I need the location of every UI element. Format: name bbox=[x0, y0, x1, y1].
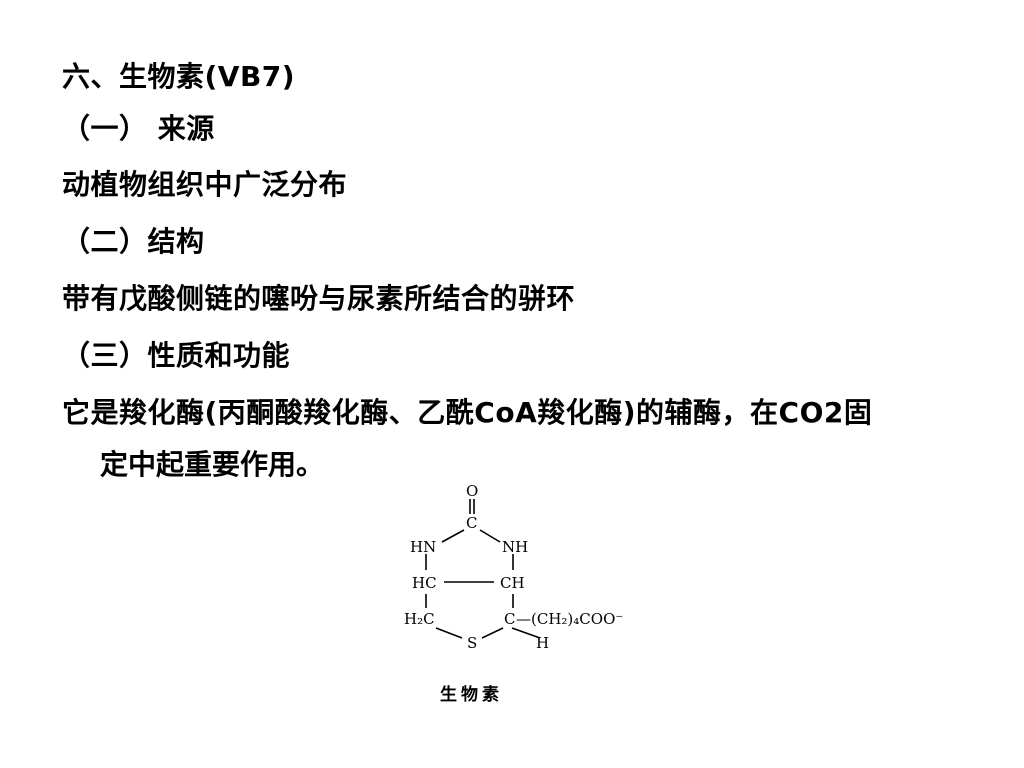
section-source-text: 动植物组织中广泛分布 bbox=[62, 168, 348, 201]
section-function-text-line1: 它是羧化酶(丙酮酸羧化酶、乙酰CoA羧化酶)的辅酶，在CO2固 bbox=[62, 396, 873, 429]
atom-s: S bbox=[467, 634, 477, 652]
structure-bonds bbox=[425, 499, 541, 639]
section-function-text-line2: 定中起重要作用。 bbox=[100, 448, 325, 481]
figure-caption: 生物素 bbox=[440, 685, 503, 705]
atom-hn: HN bbox=[410, 538, 436, 556]
section-function-title: （三）性质和功能 bbox=[62, 339, 291, 372]
atom-h2c: H₂C bbox=[404, 610, 435, 628]
biotin-structure-figure: O C HN NH HC CH H₂C C —(CH₂)₄COO⁻ S H bbox=[390, 478, 680, 658]
atom-o: O bbox=[466, 482, 478, 500]
biotin-structure-diagram: O C HN NH HC CH H₂C C —(CH₂)₄COO⁻ S H bbox=[404, 482, 623, 652]
atom-c-right: C bbox=[504, 610, 515, 628]
atom-nh: NH bbox=[502, 538, 528, 556]
side-chain-label: —(CH₂)₄COO⁻ bbox=[516, 610, 623, 628]
section-source-title: （一） 来源 bbox=[62, 112, 215, 145]
section-structure-text: 带有戊酸侧链的噻吩与尿素所结合的骈环 bbox=[62, 282, 576, 315]
atom-hc-left: HC bbox=[412, 574, 437, 592]
atom-h-bottom: H bbox=[536, 634, 549, 652]
section-structure-title: （二）结构 bbox=[62, 225, 205, 258]
atom-ch-right: CH bbox=[500, 574, 525, 592]
atom-c-top: C bbox=[466, 514, 477, 532]
slide-heading: 六、生物素(VB7) bbox=[62, 60, 296, 93]
